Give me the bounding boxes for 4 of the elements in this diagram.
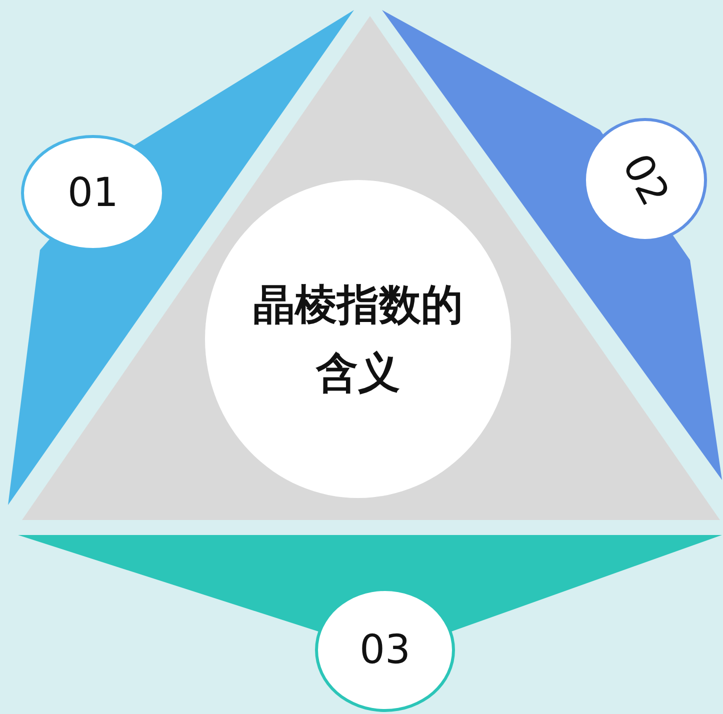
- number-label: 02: [612, 146, 678, 214]
- title-text: 晶棱指数的含义: [252, 279, 464, 399]
- number-label: 01: [68, 170, 118, 216]
- number-label: 03: [360, 627, 410, 673]
